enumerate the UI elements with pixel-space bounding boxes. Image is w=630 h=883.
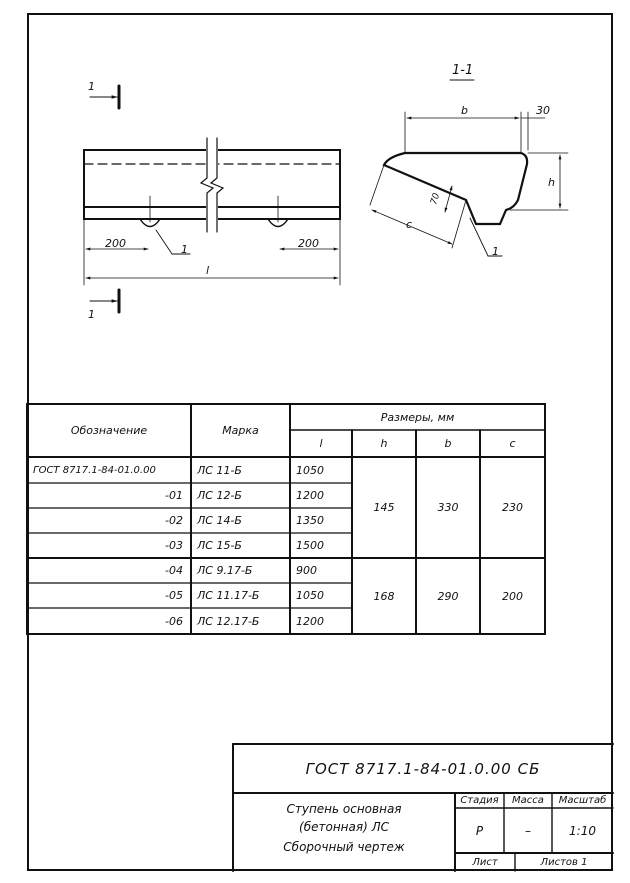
mass-value: – <box>525 823 531 838</box>
dim-slope: c <box>406 218 413 231</box>
row-mark: ЛС 14-Б <box>197 514 242 527</box>
dim-right-offset: 200 <box>298 237 319 250</box>
row-mark: ЛС 11-Б <box>197 463 242 477</box>
row-designation: -03 <box>165 539 183 552</box>
header-c: c <box>509 437 516 450</box>
title-line-3: Сборочный чертеж <box>283 840 405 854</box>
row-mark: ЛС 15-Б <box>197 539 242 552</box>
header-l: l <box>319 437 323 450</box>
dim-length: l <box>206 264 210 277</box>
row-designation: -01 <box>165 489 183 502</box>
callout-front: 1 <box>181 243 188 256</box>
group1-b: 330 <box>437 501 459 514</box>
row-length: 1050 <box>296 463 324 477</box>
scale-value: 1:10 <box>569 823 596 838</box>
callout-section: 1 <box>492 245 499 258</box>
header-sizes: Размеры, мм <box>380 410 455 424</box>
row-mark: ЛС 11.17-Б <box>197 589 260 602</box>
sheets-label: Листов 1 <box>540 856 588 868</box>
group1-h: 145 <box>373 501 395 514</box>
group2-b: 290 <box>437 589 459 603</box>
document-code: ГОСТ 8717.1-84-01.0.00 СБ <box>305 759 541 778</box>
row-designation: -02 <box>165 514 183 527</box>
scale-label: Масштаб <box>558 795 607 806</box>
dim-top-edge: 30 <box>536 104 550 117</box>
row-length: 1200 <box>296 614 324 628</box>
row-mark: ЛС 12.17-Б <box>197 614 260 628</box>
dim-height: h <box>548 176 555 189</box>
cut-label-bottom: 1 <box>88 308 95 321</box>
group2-h: 168 <box>373 589 395 603</box>
header-b: b <box>444 437 452 450</box>
sizes-table-grid <box>26 403 546 635</box>
row-length: 900 <box>296 564 317 577</box>
header-mark: Марка <box>222 424 259 437</box>
sheet-label: Лист <box>472 856 498 868</box>
title-line-1: Ступень основная <box>286 802 402 816</box>
row-length: 1350 <box>296 514 324 527</box>
front-view <box>83 84 341 314</box>
stage-label: Стадия <box>460 795 499 806</box>
row-length: 1050 <box>296 589 324 602</box>
section-title: 1-1 <box>452 63 474 78</box>
row-designation: -04 <box>165 564 183 577</box>
dim-left-offset: 200 <box>105 237 126 250</box>
row-designation: ГОСТ 8717.1-84-01.0.00 <box>33 464 156 476</box>
stage-value: Р <box>475 823 484 838</box>
header-h: h <box>380 437 388 450</box>
group1-c: 230 <box>502 501 523 514</box>
row-designation: -06 <box>165 614 183 628</box>
row-mark: ЛС 12-Б <box>197 489 242 502</box>
row-mark: ЛС 9.17-Б <box>197 564 253 577</box>
cut-label-top: 1 <box>88 80 95 93</box>
row-length: 1200 <box>296 489 324 502</box>
header-designation: Обозначение <box>70 424 148 437</box>
mass-label: Масса <box>512 795 544 806</box>
section-view <box>369 79 569 257</box>
row-designation: -05 <box>165 589 183 602</box>
title-line-2: (бетонная) ЛС <box>299 820 389 834</box>
dim-top-width: b <box>461 104 468 117</box>
group2-c: 200 <box>502 589 523 603</box>
title-block-grid <box>232 743 614 872</box>
row-length: 1500 <box>296 539 324 552</box>
